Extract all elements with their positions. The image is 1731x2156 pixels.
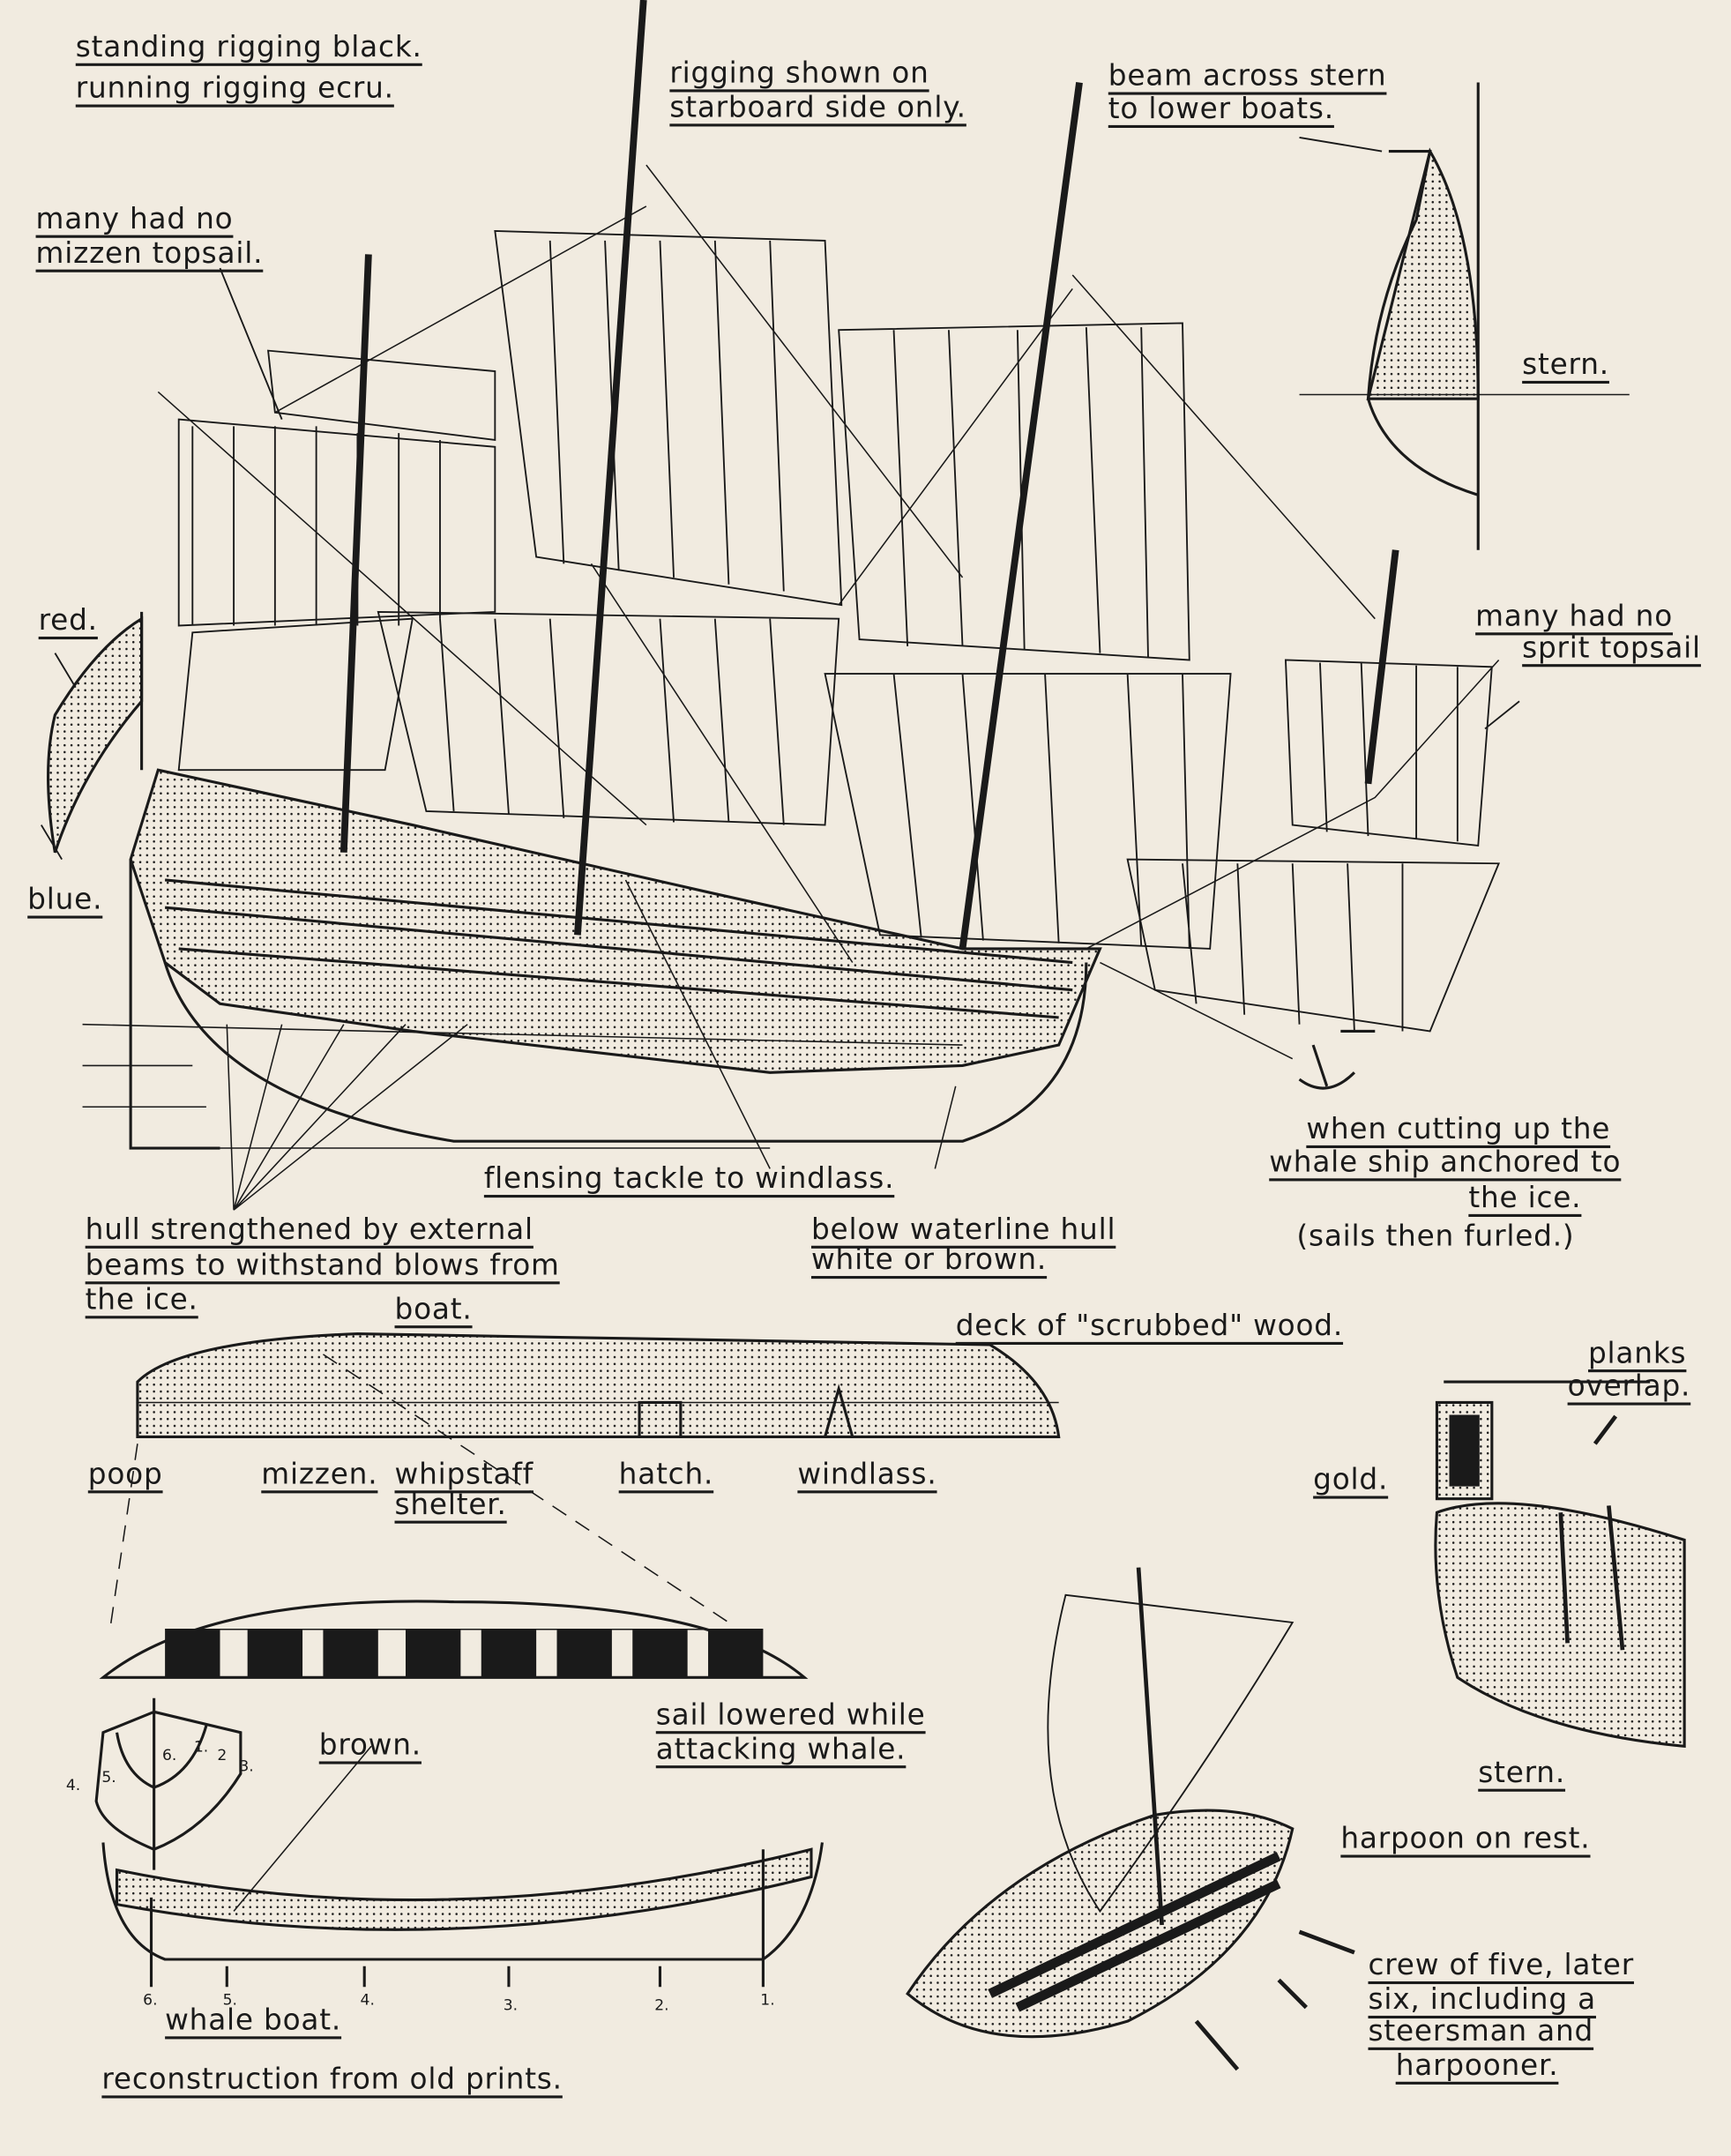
label-anchored-3: the ice. [1468, 1181, 1582, 1214]
label-flensing: flensing tackle to windlass. [483, 1161, 895, 1196]
sails [177, 229, 1501, 1033]
deck-plan [99, 1332, 1061, 1679]
label-stern-top: stern. [1522, 347, 1609, 381]
label-blue: blue. [27, 883, 103, 916]
section-number: 6. [161, 1746, 177, 1764]
label-red: red. [38, 603, 98, 637]
label-gold: gold. [1313, 1463, 1389, 1496]
label-hull-3: the ice. [85, 1282, 198, 1317]
anchor-icon [1298, 1029, 1376, 1090]
flag [47, 611, 144, 854]
stern-view-bottom [1434, 1380, 1686, 1749]
label-boat: boat. [394, 1292, 473, 1326]
station-number: 5. [222, 1990, 237, 2010]
label-anchored-4: (sails then furled.) [1296, 1220, 1575, 1253]
label-poop: poop [87, 1457, 163, 1491]
label-mizzen-no: many had no [35, 202, 234, 235]
label-harpoon: harpoon on rest. [1340, 1822, 1591, 1855]
label-stern-bottom: stern. [1478, 1756, 1566, 1789]
section-number: 4. [65, 1776, 81, 1794]
whale-boat-side [101, 1745, 824, 1988]
label-starboard: starboard side only. [669, 90, 966, 124]
section-number: 5. [101, 1768, 116, 1787]
station-number: 4. [360, 1990, 375, 2010]
station-number: 6. [143, 1990, 158, 2010]
main-ship [40, 0, 1520, 1211]
station-number: 3. [503, 1996, 519, 2015]
label-anchored-1: when cutting up the [1306, 1112, 1611, 1145]
label-planks: planks [1587, 1336, 1687, 1370]
label-hull-2: beams to withstand blows from [85, 1248, 560, 1282]
label-mizzen: mizzen. [261, 1457, 378, 1491]
section-number: 1. [193, 1737, 209, 1757]
label-reconstruction: reconstruction from old prints. [101, 2062, 563, 2096]
label-sail-lowered-2: attacking whale. [655, 1732, 907, 1766]
label-crew-3: steersman and [1368, 2014, 1594, 2048]
section-number: 2 [217, 1746, 228, 1764]
label-waterline-2: white or brown. [810, 1242, 1048, 1277]
label-crew-2: six, including a [1368, 1982, 1596, 2016]
label-beam-stern: beam across stern [1108, 59, 1387, 93]
label-sprit-topsail: sprit topsail [1522, 630, 1701, 665]
masts [339, 0, 1399, 950]
rigging [157, 164, 1500, 1060]
label-whale-boat: whale boat. [165, 2003, 342, 2037]
label-brown: brown. [318, 1728, 422, 1762]
label-windlass: windlass. [797, 1457, 937, 1491]
label-lower-boats: to lower boats. [1108, 92, 1334, 125]
label-crew-4: harpooner. [1395, 2048, 1559, 2082]
label-standing-rigging: standing rigging black. [75, 30, 422, 63]
stern-view-top [1299, 82, 1630, 550]
label-running-rigging: running rigging ecru. [75, 71, 394, 105]
label-mizzen-topsail: mizzen topsail. [35, 236, 264, 270]
station-number: 1. [760, 1990, 775, 2010]
section-number: 3. [239, 1757, 254, 1776]
label-sail-lowered-1: sail lowered while [655, 1697, 926, 1732]
label-whipstaff: whipstaff [394, 1457, 533, 1491]
whale-boat-perspective [906, 1567, 1355, 2071]
label-anchored-2: whale ship anchored to [1269, 1145, 1622, 1179]
label-waterline-1: below waterline hull [810, 1212, 1116, 1246]
label-shelter: shelter. [394, 1488, 507, 1521]
label-overlap: overlap. [1567, 1369, 1691, 1403]
label-hull-1: hull strengthened by external [85, 1212, 533, 1246]
label-deck: deck of "scrubbed" wood. [955, 1309, 1344, 1342]
station-number: 2. [654, 1996, 669, 2015]
label-rigging-shown: rigging shown on [669, 56, 929, 90]
label-hatch: hatch. [618, 1457, 714, 1491]
label-sprit-no: many had no [1475, 599, 1674, 633]
label-crew-1: crew of five, later [1368, 1948, 1634, 1981]
boat-section [94, 1697, 242, 1870]
